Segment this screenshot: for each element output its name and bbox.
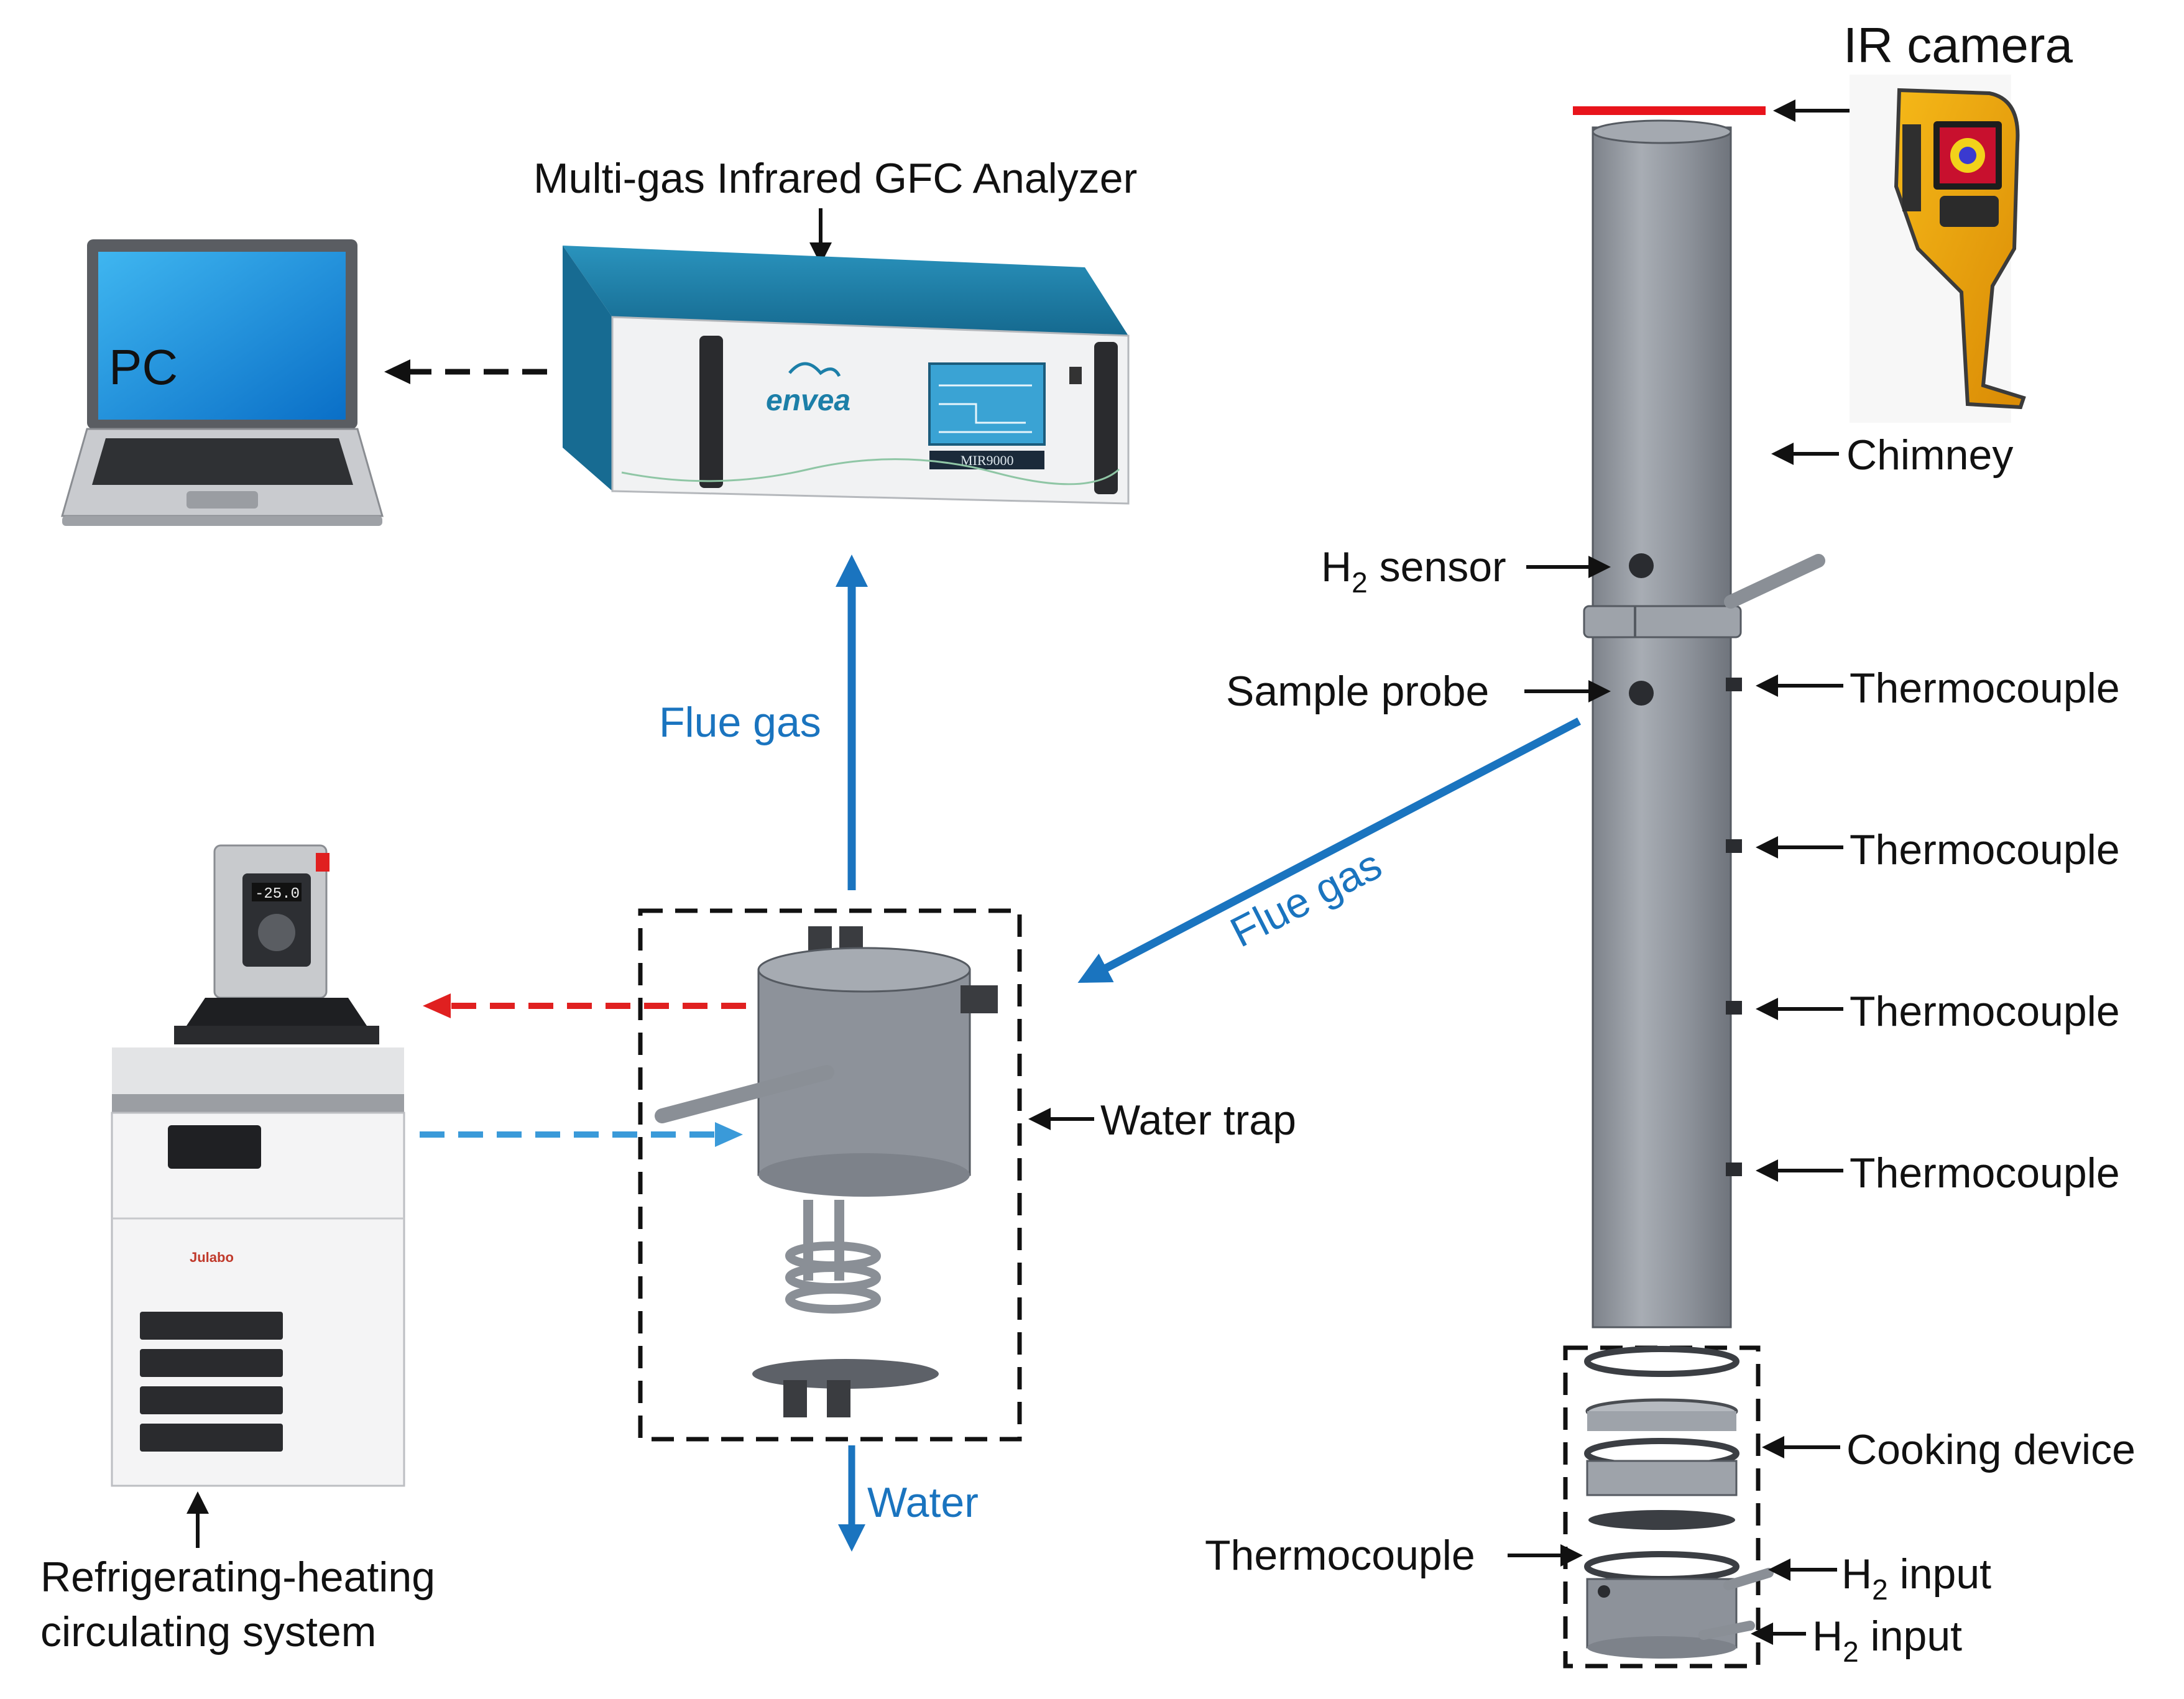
coolant-return-arrowhead <box>423 993 451 1018</box>
cooking-ring-1 <box>1584 1346 1739 1377</box>
chiller-vent-1 <box>140 1312 283 1340</box>
h2-sensor-port <box>1629 553 1654 578</box>
pc-label: PC <box>109 339 178 395</box>
chimney-joint-collar <box>1583 605 1742 638</box>
analyzer-side <box>563 246 612 491</box>
trap-side-fitting <box>961 985 998 1013</box>
chiller-lid <box>187 998 367 1026</box>
h2-input-pipe-1 <box>1723 1568 1774 1590</box>
ir-camera-hotspot-core <box>1959 147 1976 164</box>
cooking-base-bottom <box>1587 1636 1736 1659</box>
refrigerating-heating-circulator: -25.0 Julabo <box>111 844 405 1487</box>
thermocouple-label-1: Thermocouple <box>1850 665 2120 712</box>
cooking-device-label: Cooking device <box>1846 1426 2136 1473</box>
trap-body <box>757 969 971 1176</box>
water-label: Water <box>867 1479 979 1526</box>
analyzer-label: Multi-gas Infrared GFC Analyzer <box>533 155 1137 202</box>
analyzer-left-handle <box>699 336 723 488</box>
trap-inlet-pipe <box>655 1065 834 1123</box>
cooking-burner-body <box>1586 1460 1738 1496</box>
chiller-vent-3 <box>140 1386 283 1414</box>
analyzer-power-switch <box>1069 367 1082 384</box>
h2-sensor-label: H2 sensor <box>1321 543 1506 599</box>
chiller-handle-recess <box>168 1125 261 1169</box>
chiller-top-band <box>112 1094 404 1113</box>
thermocouple-label-2: Thermocouple <box>1850 826 2120 873</box>
envea-logo: envea <box>766 384 850 417</box>
cooking-gasket <box>1588 1510 1735 1530</box>
analyzer-front-panel <box>611 316 1130 505</box>
ir-camera-label: IR camera <box>1843 17 2073 73</box>
cooking-device <box>1584 1346 1774 1659</box>
chimney-side-pipe <box>1724 554 1825 609</box>
analyzer-top <box>563 246 1128 336</box>
thermocouple-port-3 <box>1726 1001 1742 1015</box>
chiller-rim <box>174 1026 379 1044</box>
chiller-top-deck <box>112 1047 404 1107</box>
chimney-top-opening <box>1592 119 1732 144</box>
chiller-knob <box>258 914 295 951</box>
thermocouple-label-4: Thermocouple <box>1850 1149 2120 1197</box>
analyzer-right-handle <box>1094 342 1118 494</box>
analyzer-model-text: MIR9000 <box>961 453 1014 468</box>
thermocouple-port-1 <box>1726 678 1742 691</box>
analyzer-cable <box>621 458 1120 486</box>
thermocouple-label-3: Thermocouple <box>1850 988 2120 1035</box>
laptop-keyboard <box>92 438 353 485</box>
trap-drain-fitting-2 <box>827 1380 850 1417</box>
thermocouple-port-2 <box>1726 839 1742 853</box>
sample-probe-port <box>1629 681 1654 706</box>
ir-camera-keypad <box>1940 196 1999 227</box>
trap-coil-1 <box>785 1241 881 1270</box>
ir-camera-device <box>1850 75 2026 423</box>
laptop-touchpad <box>187 491 258 509</box>
trap-lid <box>757 947 971 993</box>
chiller-display-value: -25.0 <box>255 886 300 903</box>
trap-coil-3 <box>785 1285 881 1314</box>
water-trap-boundary <box>638 908 1022 1442</box>
refrigerating-label-line1: Refrigerating-heating <box>40 1554 435 1601</box>
analyzer-display-lines <box>939 384 1032 433</box>
chiller-vent-4 <box>140 1424 283 1452</box>
water-trap-label: Water trap <box>1100 1097 1296 1144</box>
cooking-device-boundary <box>1563 1345 1761 1669</box>
h2-input-label-1: H2 input <box>1841 1550 1991 1606</box>
chiller-vent-2 <box>140 1349 283 1377</box>
cooking-thermocouple-port <box>1598 1585 1610 1598</box>
ir-camera-lens-barrel <box>1902 124 1921 211</box>
water-trap <box>655 926 998 1417</box>
cooking-ring-4 <box>1584 1551 1739 1582</box>
flue-gas-arrow-chimney-to-trap <box>1077 717 1582 983</box>
data-link-arrowhead <box>384 359 410 384</box>
cooking-ring-2-side <box>1587 1411 1736 1431</box>
gfc-analyzer: envea MIR9000 <box>563 246 1130 505</box>
analyzer-model-plate <box>929 451 1044 469</box>
cooking-thermocouple-label: Thermocouple <box>1205 1532 1475 1579</box>
refrigerating-label-line2: circulating system <box>40 1608 376 1655</box>
chimney <box>1583 119 1825 1328</box>
chiller-indicator <box>316 853 329 872</box>
h2-input-label-2: H2 input <box>1812 1613 1962 1668</box>
laptop-front-edge <box>62 516 382 526</box>
laptop-screen <box>98 252 346 420</box>
flue-gas-label-vertical: Flue gas <box>659 699 821 746</box>
coolant-supply-arrowhead <box>715 1122 743 1147</box>
laptop-pc: PC <box>61 239 384 526</box>
trap-bottom <box>758 1153 970 1197</box>
chiller-display <box>252 883 302 901</box>
chiller-brand-logo: Julabo <box>190 1250 234 1265</box>
chimney-tube <box>1592 126 1732 1328</box>
trap-drain-fitting-1 <box>783 1380 807 1417</box>
trap-coil-2 <box>785 1263 881 1292</box>
h2-input-pipe-2 <box>1698 1621 1755 1640</box>
envea-cloud-icon <box>788 362 841 377</box>
sample-probe-label: Sample probe <box>1226 668 1489 715</box>
chimney-label: Chimney <box>1846 431 2013 479</box>
thermocouple-port-4 <box>1726 1163 1742 1176</box>
